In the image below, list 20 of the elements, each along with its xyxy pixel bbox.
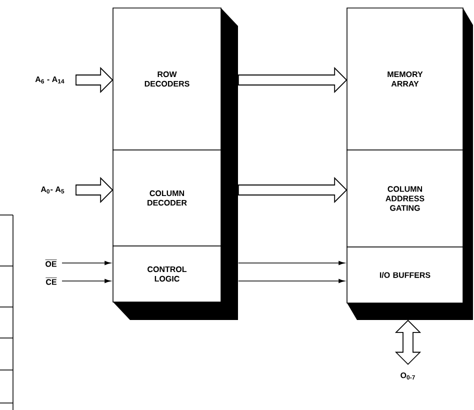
signal-label: OE xyxy=(45,260,57,267)
arrow xyxy=(62,278,111,284)
buffer-box: I/O BUFFERS xyxy=(346,246,464,304)
signal-label: A$_{6}$ - A$_{14}$ xyxy=(35,76,64,84)
arrow xyxy=(238,278,345,284)
bus-arrow xyxy=(394,320,422,365)
decoder-box: COLUMN DECODER xyxy=(112,150,222,246)
logic-box: CONTROL LOGIC xyxy=(112,246,222,302)
gating-box: COLUMN ADDRESS GATING xyxy=(346,150,464,248)
signal-label: O$_{0-7}$ xyxy=(400,372,415,380)
bus-arrow xyxy=(76,66,114,94)
signal-label: CE xyxy=(45,278,57,285)
decoder-box: ROW DECODERS xyxy=(112,8,222,150)
memory-box: MEMORY ARRAY xyxy=(346,8,464,150)
arrow xyxy=(62,260,111,266)
bus-arrow xyxy=(238,66,348,94)
arrow xyxy=(238,260,345,266)
bus-arrow xyxy=(76,176,114,204)
signal-label: A$_{0}$- A$_{5}$ xyxy=(40,186,64,194)
bus-arrow xyxy=(238,176,348,204)
